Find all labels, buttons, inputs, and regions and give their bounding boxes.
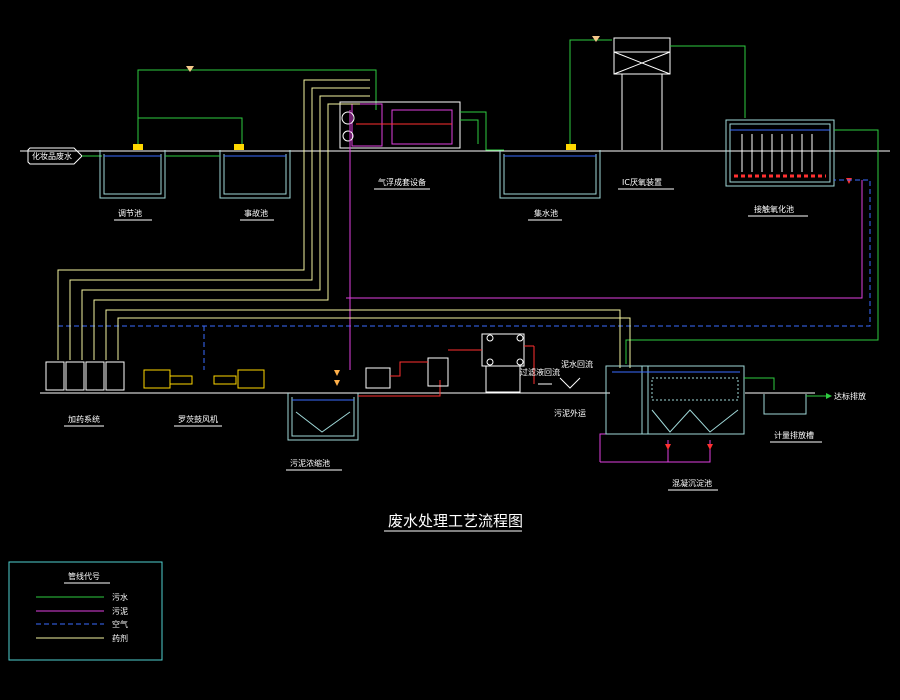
tank-shigu: 事故池 [219,144,291,221]
diagram-title: 废水处理工艺流程图 [388,512,523,530]
legend-label: 污水 [112,592,128,602]
tank-jiliang: 计量排放槽 [763,394,822,443]
label-luoci: 罗茨鼓风机 [178,414,218,424]
label-tiaojiechi2: 过滤液回流 [520,367,560,377]
equipment-jiayao: 加药系统 [45,361,125,427]
label-jiayao: 加药系统 [68,414,100,424]
label-jishui: 集水池 [534,208,558,218]
legend-item: 污水 [36,592,128,602]
equipment-press [365,333,525,393]
tank-jishui: 集水池 [499,144,601,221]
label-ic: IC厌氧装置 [622,177,662,187]
legend-label: 空气 [112,619,128,629]
legend-item: 空气 [36,619,128,629]
label-chendian: 混凝沉淀池 [672,478,712,488]
inlet-label: 化妆品废水 [32,151,72,161]
equipment-ic: IC厌氧装置 [613,37,674,190]
label-wunichuli: 泥水回流 [561,359,593,369]
inlet-box: 化妆品废水 [27,147,102,165]
tank-wuni: 污泥浓缩池 [286,393,359,471]
label-tiaojie: 调节池 [118,208,142,218]
equipment-qifu: 气浮成套设备 [339,101,461,190]
label-shigu: 事故池 [244,208,268,218]
outlet-label: 达标排放 [834,391,866,401]
tank-jiechu: 接触氧化池 [725,119,835,217]
legend-label: 药剂 [112,633,128,643]
legend: 管线代号 污水 污泥 空气 药剂 [8,561,163,661]
tank-chendian: 混凝沉淀池 [605,365,745,491]
equipment-luoci: 罗茨鼓风机 [143,369,265,427]
tank-tiaojie: 调节池 [99,144,166,221]
label-qifu: 气浮成套设备 [378,177,426,187]
legend-item: 药剂 [36,633,128,643]
legend-label: 污泥 [112,606,128,616]
label-wuni: 污泥浓缩池 [290,458,330,468]
ground-lines [20,150,890,394]
label-jiliang: 计量排放槽 [774,430,814,440]
legend-heading: 管线代号 [68,571,100,581]
legend-item: 污泥 [36,606,128,616]
label-jiechu: 接触氧化池 [754,204,794,214]
label-chujiao: 污泥外运 [554,408,586,418]
